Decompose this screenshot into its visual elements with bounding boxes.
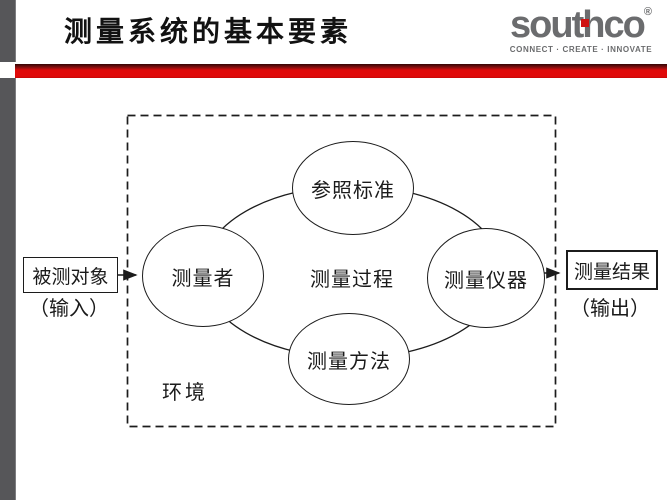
output-caption: （输出） — [570, 298, 650, 320]
red-divider-bar — [15, 64, 667, 78]
node-reference-standard-label: 参照标准 — [311, 179, 395, 202]
environment-label: 环境 — [162, 382, 208, 404]
node-method: 测量方法 — [288, 313, 410, 405]
left-accent-bar-notch — [0, 62, 16, 78]
registered-trademark-icon: ® — [643, 6, 652, 18]
southco-logo: southco® CONNECT · CREATE · INNOVATE — [505, 6, 657, 54]
input-caption: （输入） — [29, 298, 109, 320]
output-result-box: 测量结果 — [566, 250, 658, 290]
slide-title: 测量系统的基本要素 — [64, 17, 353, 48]
southco-wordmark: southco — [510, 4, 646, 46]
node-instrument-label: 测量仪器 — [444, 269, 528, 292]
input-object-box: 被测对象 — [23, 257, 118, 293]
node-measurer-label: 测量者 — [171, 267, 235, 290]
input-object-label: 被测对象 — [32, 266, 109, 288]
left-accent-bar — [0, 0, 16, 500]
node-instrument: 测量仪器 — [427, 228, 545, 328]
southco-wordmark-wrap: southco® — [510, 6, 652, 44]
process-center-label: 测量过程 — [310, 269, 394, 291]
logo-tagline: CONNECT · CREATE · INNOVATE — [509, 45, 653, 54]
node-method-label: 测量方法 — [307, 350, 391, 373]
node-reference-standard: 参照标准 — [292, 141, 414, 235]
node-measurer: 测量者 — [142, 225, 264, 327]
output-result-label: 测量结果 — [573, 261, 650, 283]
environment-dashed-border — [126, 114, 557, 428]
logo-red-square-icon — [581, 19, 590, 27]
